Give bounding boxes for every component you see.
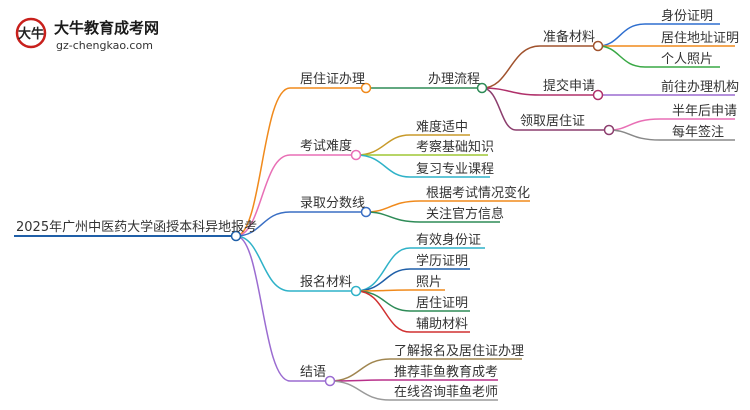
node-dot-collect[interactable]	[603, 124, 615, 136]
node-label-submit: 提交申请	[543, 78, 595, 94]
branch-label-score: 录取分数线	[300, 196, 365, 211]
logo-mark-icon: 大牛	[15, 17, 47, 49]
leaf-label: 半年后申请	[672, 104, 737, 119]
node-dot-process[interactable]	[476, 82, 488, 94]
branch-dot-materials[interactable]	[350, 285, 362, 297]
branch-label-residence: 居住证办理	[300, 72, 365, 87]
node-dot-prepare[interactable]	[592, 40, 604, 52]
branch-label-difficulty: 考试难度	[300, 138, 352, 154]
leaf-label: 照片	[416, 275, 442, 290]
leaf-label: 居住证明	[416, 296, 468, 311]
node-labels: 2025年广州中医药大学函授本科异地报考 居住证办理 考试难度 录取分数线 报名…	[16, 8, 739, 400]
leaf-label: 难度适中	[416, 119, 468, 135]
connector-lines	[14, 23, 735, 401]
logo-url: gz-chengkao.com	[56, 39, 153, 52]
branch-dot-residence[interactable]	[360, 82, 372, 94]
branch-dot-score[interactable]	[360, 206, 372, 218]
node-label-process: 办理流程	[428, 72, 480, 87]
leaf-label: 学历证明	[416, 253, 468, 269]
root-label: 2025年广州中医药大学函授本科异地报考	[16, 219, 257, 235]
leaf-label: 前往办理机构	[661, 79, 739, 95]
leaf-label: 每年签注	[672, 124, 724, 140]
branch-dot-difficulty[interactable]	[350, 149, 362, 161]
root-node-dot[interactable]	[230, 230, 242, 242]
branch-label-materials: 报名材料	[300, 274, 352, 290]
node-dots	[230, 40, 615, 387]
node-dot-submit[interactable]	[592, 89, 604, 101]
site-logo[interactable]: 大牛 大牛教育成考网 gz-chengkao.com	[15, 17, 159, 52]
logo-title: 大牛教育成考网	[54, 19, 159, 37]
leaf-label: 身份证明	[661, 8, 713, 24]
leaf-label: 在线咨询菲鱼老师	[394, 384, 498, 400]
leaf-label: 复习专业课程	[416, 162, 494, 177]
leaf-label: 有效身份证	[416, 232, 481, 248]
leaf-label: 关注官方信息	[426, 206, 504, 222]
leaf-label: 考察基础知识	[416, 139, 494, 155]
branch-label-conclusion: 结语	[300, 365, 326, 380]
branch-dot-conclusion[interactable]	[324, 375, 336, 387]
node-label-collect: 领取居住证	[520, 114, 585, 129]
leaf-label: 个人照片	[661, 52, 713, 67]
leaf-label: 居住地址证明	[661, 31, 739, 46]
logo-mark-text: 大牛	[18, 26, 44, 42]
leaf-label: 根据考试情况变化	[426, 185, 530, 201]
leaf-label: 了解报名及居住证办理	[394, 343, 524, 359]
node-label-prepare: 准备材料	[543, 29, 595, 45]
leaf-label: 推荐菲鱼教育成考	[394, 364, 498, 380]
leaf-label: 辅助材料	[416, 317, 468, 332]
